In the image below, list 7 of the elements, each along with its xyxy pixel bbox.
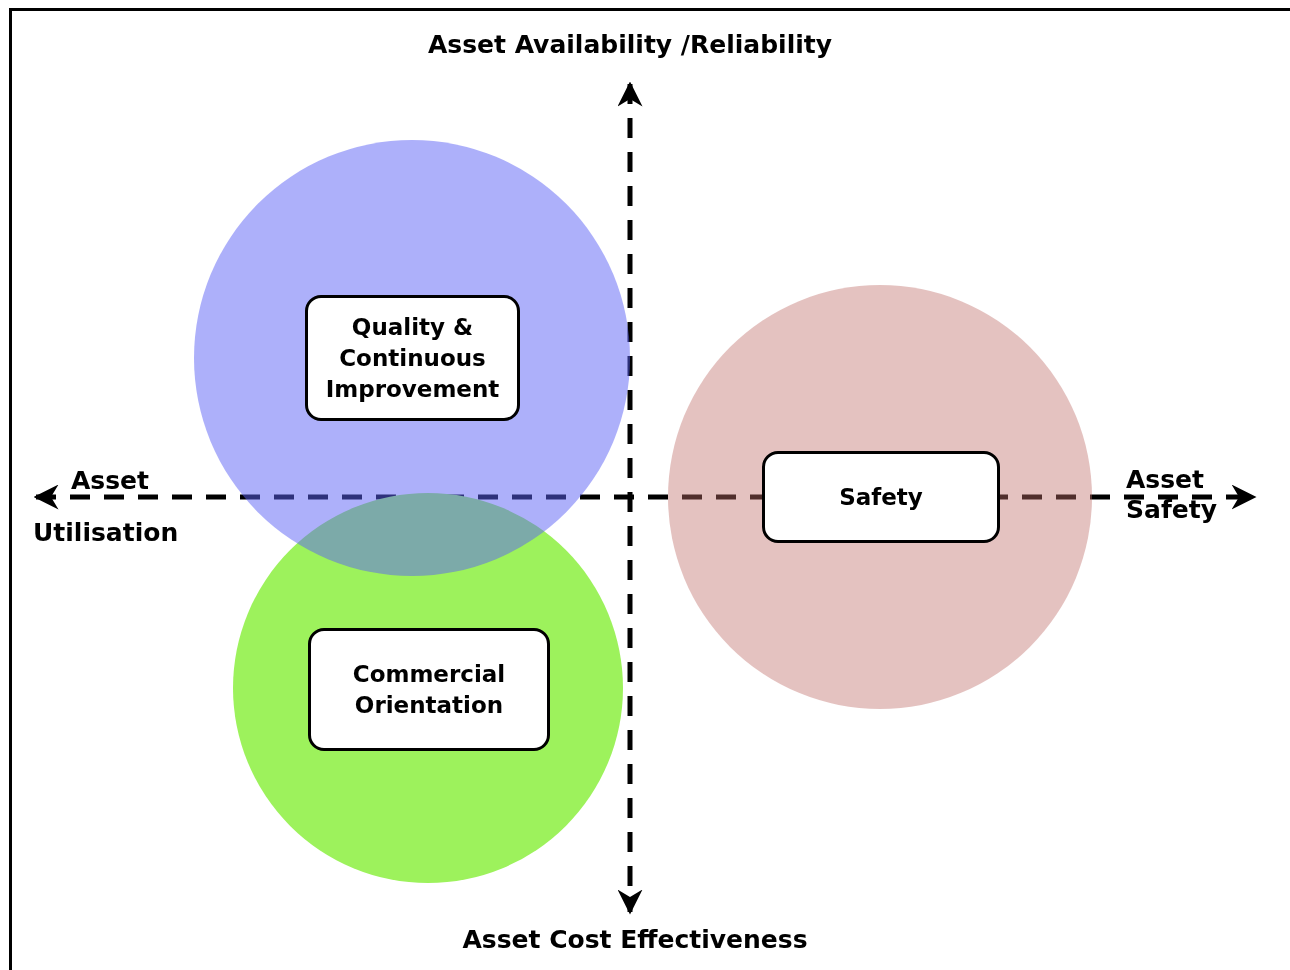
axis-label: Asset Utilisation — [33, 465, 180, 549]
label-box: Commercial Orientation — [308, 628, 550, 751]
label-box: Safety — [762, 451, 1000, 543]
axis-label: Asset Cost Effectiveness — [461, 925, 809, 955]
axis-label: Asset Safety — [1126, 465, 1218, 525]
label-box: Quality & Continuous Improvement — [305, 295, 520, 421]
axis-label: Asset Availability /Reliability — [426, 30, 834, 60]
